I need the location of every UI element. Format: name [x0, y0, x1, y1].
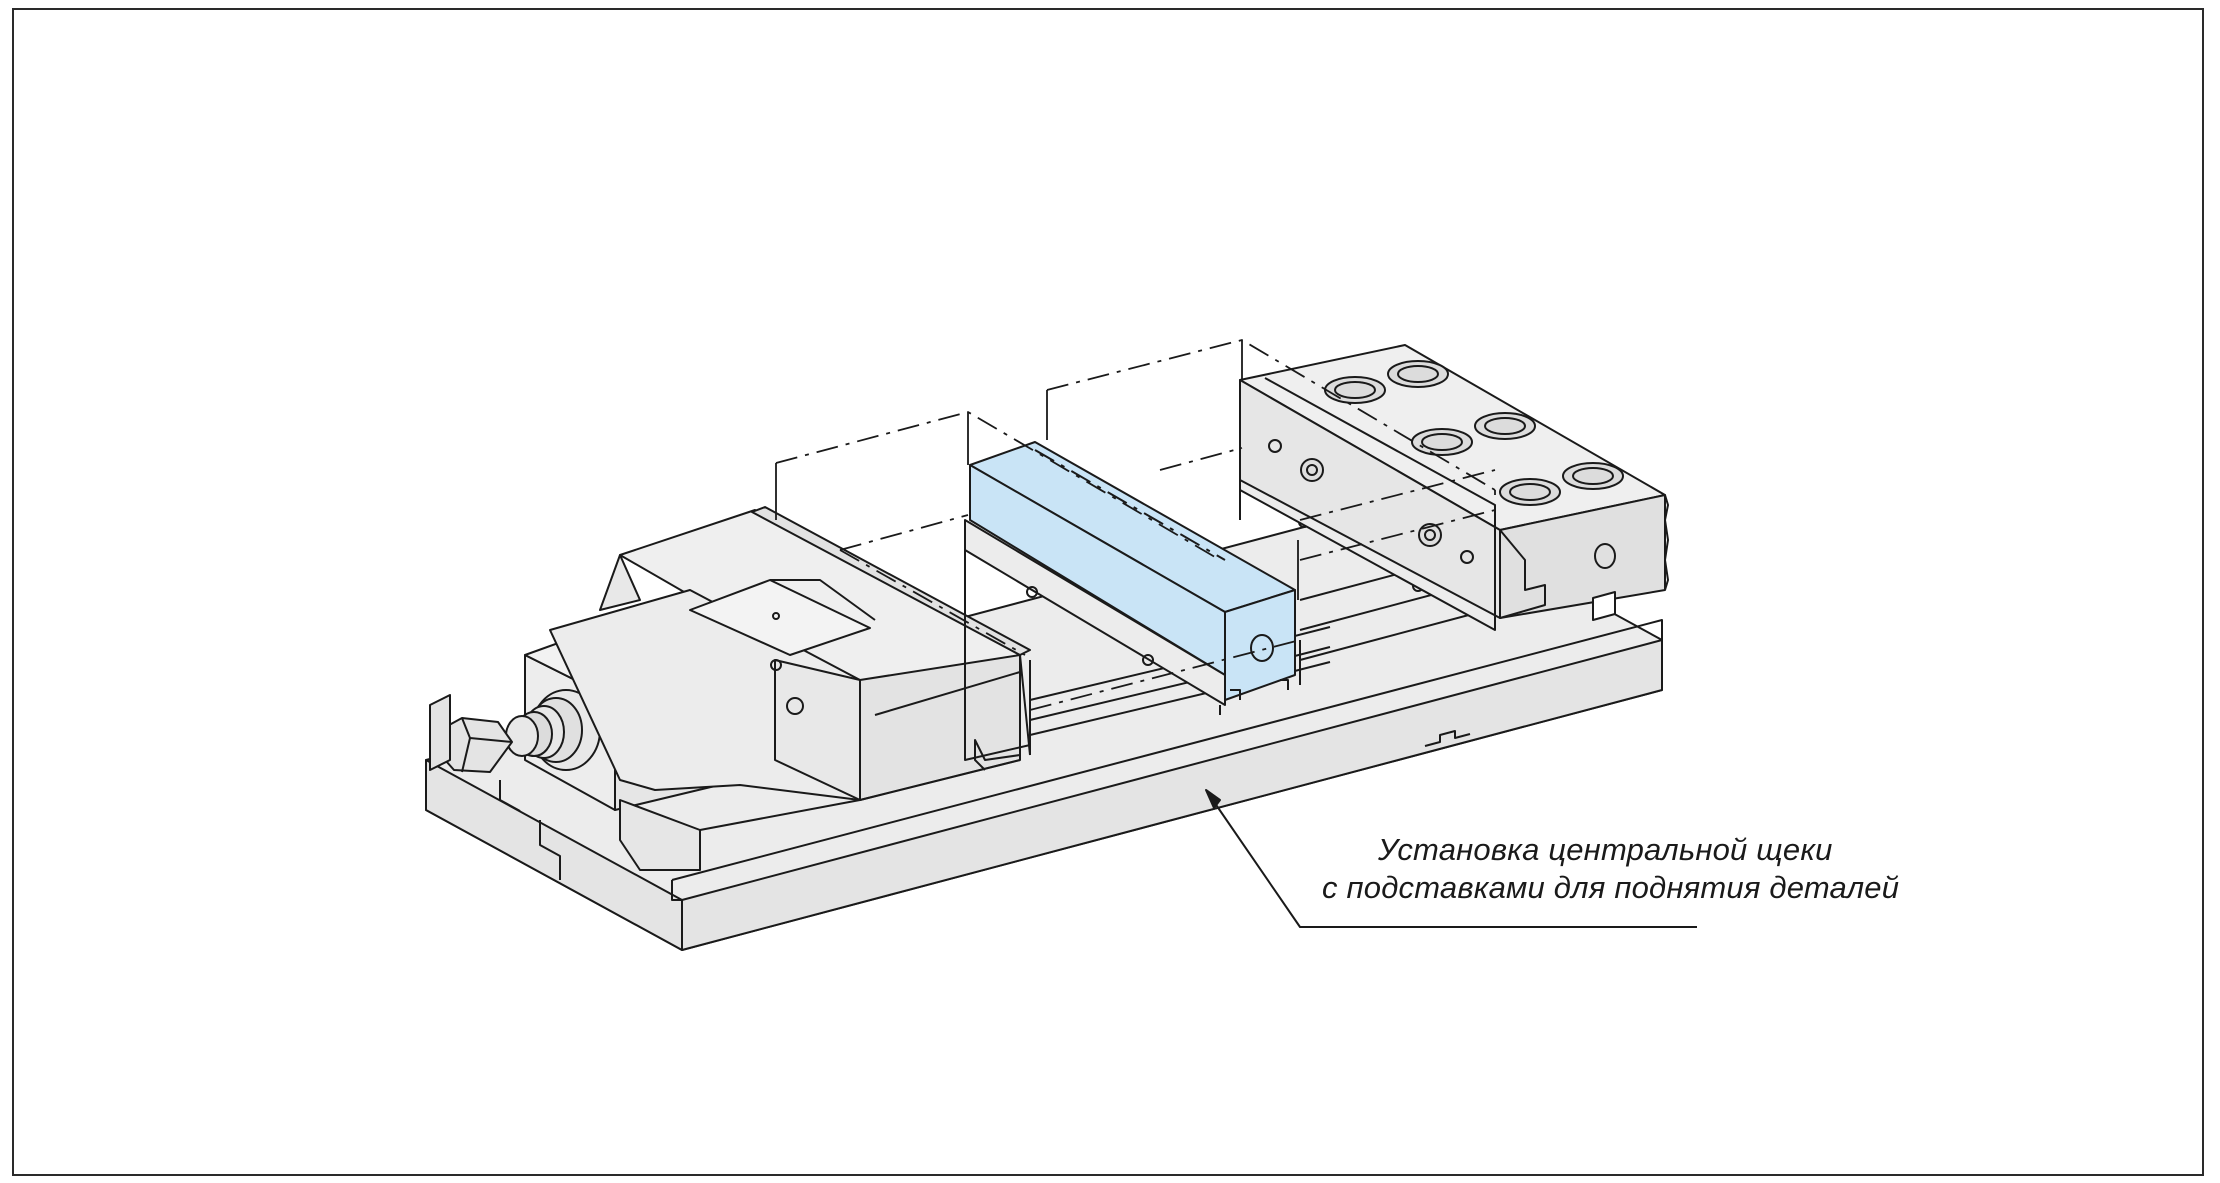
- central-jaw-highlighted: [969, 441, 1296, 701]
- caption-line-2: с подставками для поднятия деталей: [1322, 870, 1900, 905]
- drawing-frame: [12, 8, 2204, 1176]
- callout-leader: [1205, 789, 1697, 928]
- caption-line-1: Установка центральной щеки: [1378, 832, 1833, 867]
- screw-knob-icon: [429, 689, 601, 773]
- phantom-verticals: [775, 340, 1496, 600]
- fixed-jaw-bolt-holes: [1324, 360, 1624, 506]
- movable-jaw: [549, 509, 1021, 871]
